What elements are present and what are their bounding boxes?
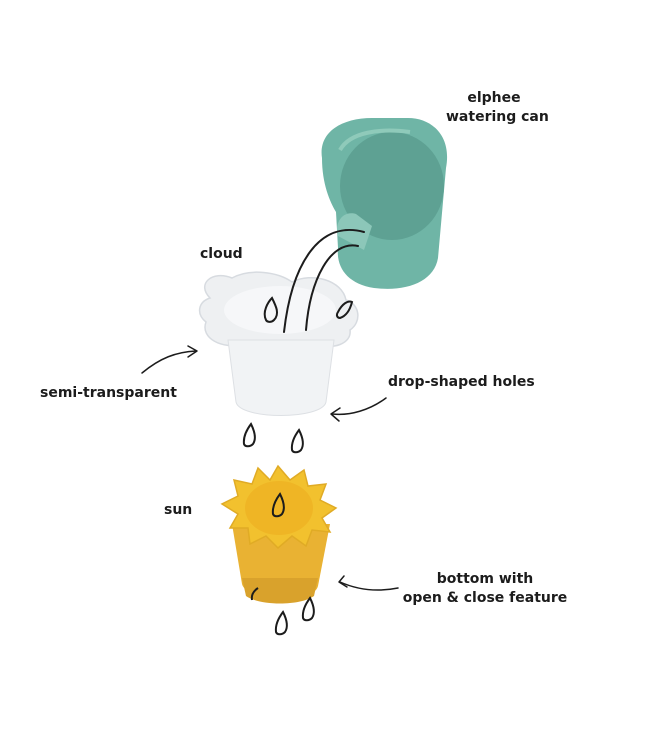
water-streams — [283, 229, 365, 333]
semi-transparent-label: semi-transparent — [40, 385, 177, 401]
arrow-bottom — [338, 575, 399, 591]
cloud-cup-inner — [224, 286, 336, 334]
cloud-label: cloud — [200, 246, 243, 262]
sun-cup — [220, 464, 338, 604]
watering-can-label-line2: watering can — [446, 109, 549, 125]
stream-line-outer — [283, 229, 365, 333]
stream-line-inner — [305, 244, 359, 331]
water-drops — [242, 296, 354, 636]
drop-icon — [301, 596, 315, 622]
watering-can — [321, 118, 448, 289]
drop-holes-label: drop-shaped holes — [388, 374, 535, 390]
arrow-semi-transparent — [141, 345, 198, 374]
drop-icon — [274, 610, 288, 636]
watering-can-spout — [336, 213, 372, 250]
cloud-cup-body — [227, 339, 335, 416]
drop-icon — [250, 587, 259, 601]
drop-icon — [335, 300, 354, 320]
sun-cup-base — [242, 578, 318, 604]
watering-can-opening — [340, 132, 444, 240]
watering-can-label-line1: elphee — [467, 90, 521, 106]
watering-can-label: elphee watering can — [446, 89, 549, 127]
bottom-feature-label-line2: open & close feature — [402, 590, 568, 606]
drop-icon — [263, 296, 279, 323]
drop-icon — [290, 428, 304, 454]
cloud-cup — [198, 271, 359, 416]
drop-icon — [271, 492, 285, 518]
pointer-arrows — [141, 345, 399, 591]
bottom-feature-label: bottom with open & close feature — [402, 570, 568, 608]
watering-can-rim-highlight — [338, 128, 411, 152]
drop-icon — [242, 422, 256, 448]
sun-label: sun — [164, 502, 193, 518]
bottom-feature-label-line1: bottom with — [436, 571, 534, 587]
sun-cup-opening — [245, 481, 313, 535]
arrow-drop-holes — [330, 397, 387, 422]
